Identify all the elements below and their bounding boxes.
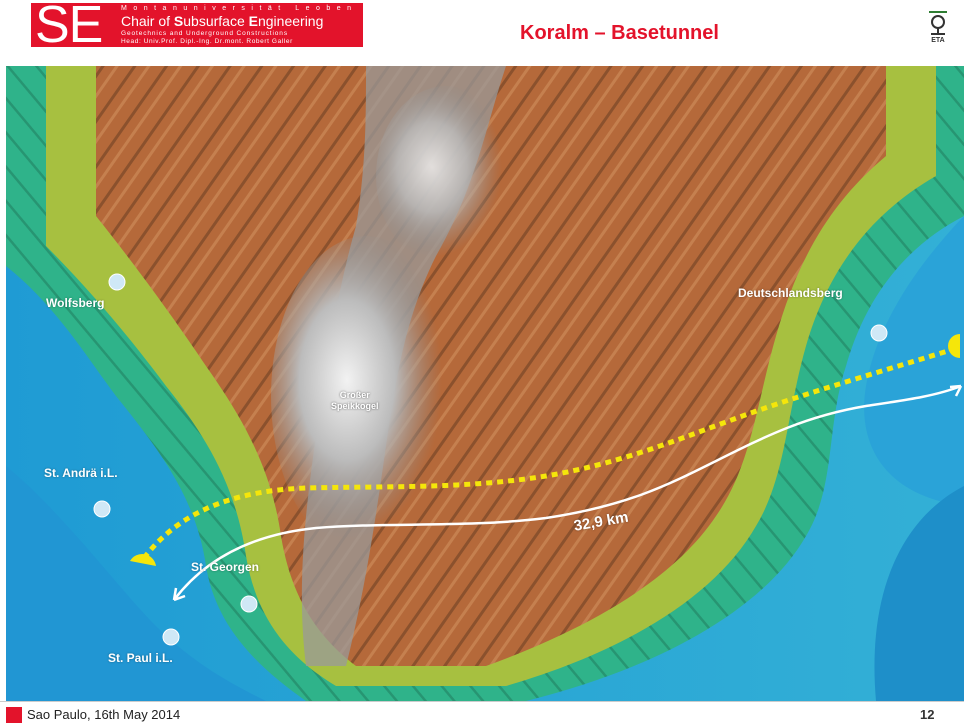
label-deutschlandsberg: Deutschlandsberg	[738, 286, 843, 300]
chair-name: Chair of Subsurface Engineering	[121, 13, 324, 29]
slide-title: Koralm – Basetunnel	[520, 22, 719, 44]
town-marker-st-andrae	[93, 500, 111, 518]
town-marker-wolfsberg	[108, 273, 126, 291]
slide-footer: Sao Paulo, 16th May 2014 12	[0, 701, 964, 724]
terrain-svg	[6, 66, 964, 701]
label-wolfsberg: Wolfsberg	[46, 296, 105, 310]
label-st-paul: St. Paul i.L.	[108, 651, 173, 665]
tunnel-line	[142, 347, 952, 560]
university-name: Montanuniversität Leoben	[121, 5, 358, 12]
eta-logo-icon: ETA	[929, 11, 947, 44]
town-marker-deutschlandsberg	[870, 324, 888, 342]
se-chair-logo: SE Montanuniversität Leoben Chair of Sub…	[31, 0, 363, 53]
tunnel-portal-east-icon	[948, 334, 960, 358]
footer-location-date: Sao Paulo, 16th May 2014	[27, 707, 181, 722]
slide-header: SE Montanuniversität Leoben Chair of Sub…	[0, 0, 964, 66]
relief-map: Wolfsberg Deutschlandsberg St. Andrä i.L…	[6, 66, 964, 701]
page-number: 12	[920, 707, 935, 722]
chair-subtitle: Geotechnics and Underground Construction…	[121, 30, 288, 37]
label-st-andrae: St. Andrä i.L.	[44, 466, 118, 480]
label-st-georgen: St. Georgen	[191, 560, 260, 574]
svg-text:ETA: ETA	[931, 37, 944, 44]
route-arrow-east-icon	[949, 384, 963, 397]
town-marker-st-georgen	[240, 595, 258, 613]
footer-red-square-icon	[6, 707, 22, 723]
se-logo-letters: SE	[35, 0, 103, 54]
town-marker-st-paul	[162, 628, 180, 646]
chair-head: Head: Univ.Prof. Dipl.-Ing. Dr.mont. Rob…	[121, 38, 293, 45]
tunnel-portal-west-icon	[130, 553, 156, 566]
route-line	[173, 384, 962, 601]
route-arrow-west-icon	[172, 587, 186, 602]
